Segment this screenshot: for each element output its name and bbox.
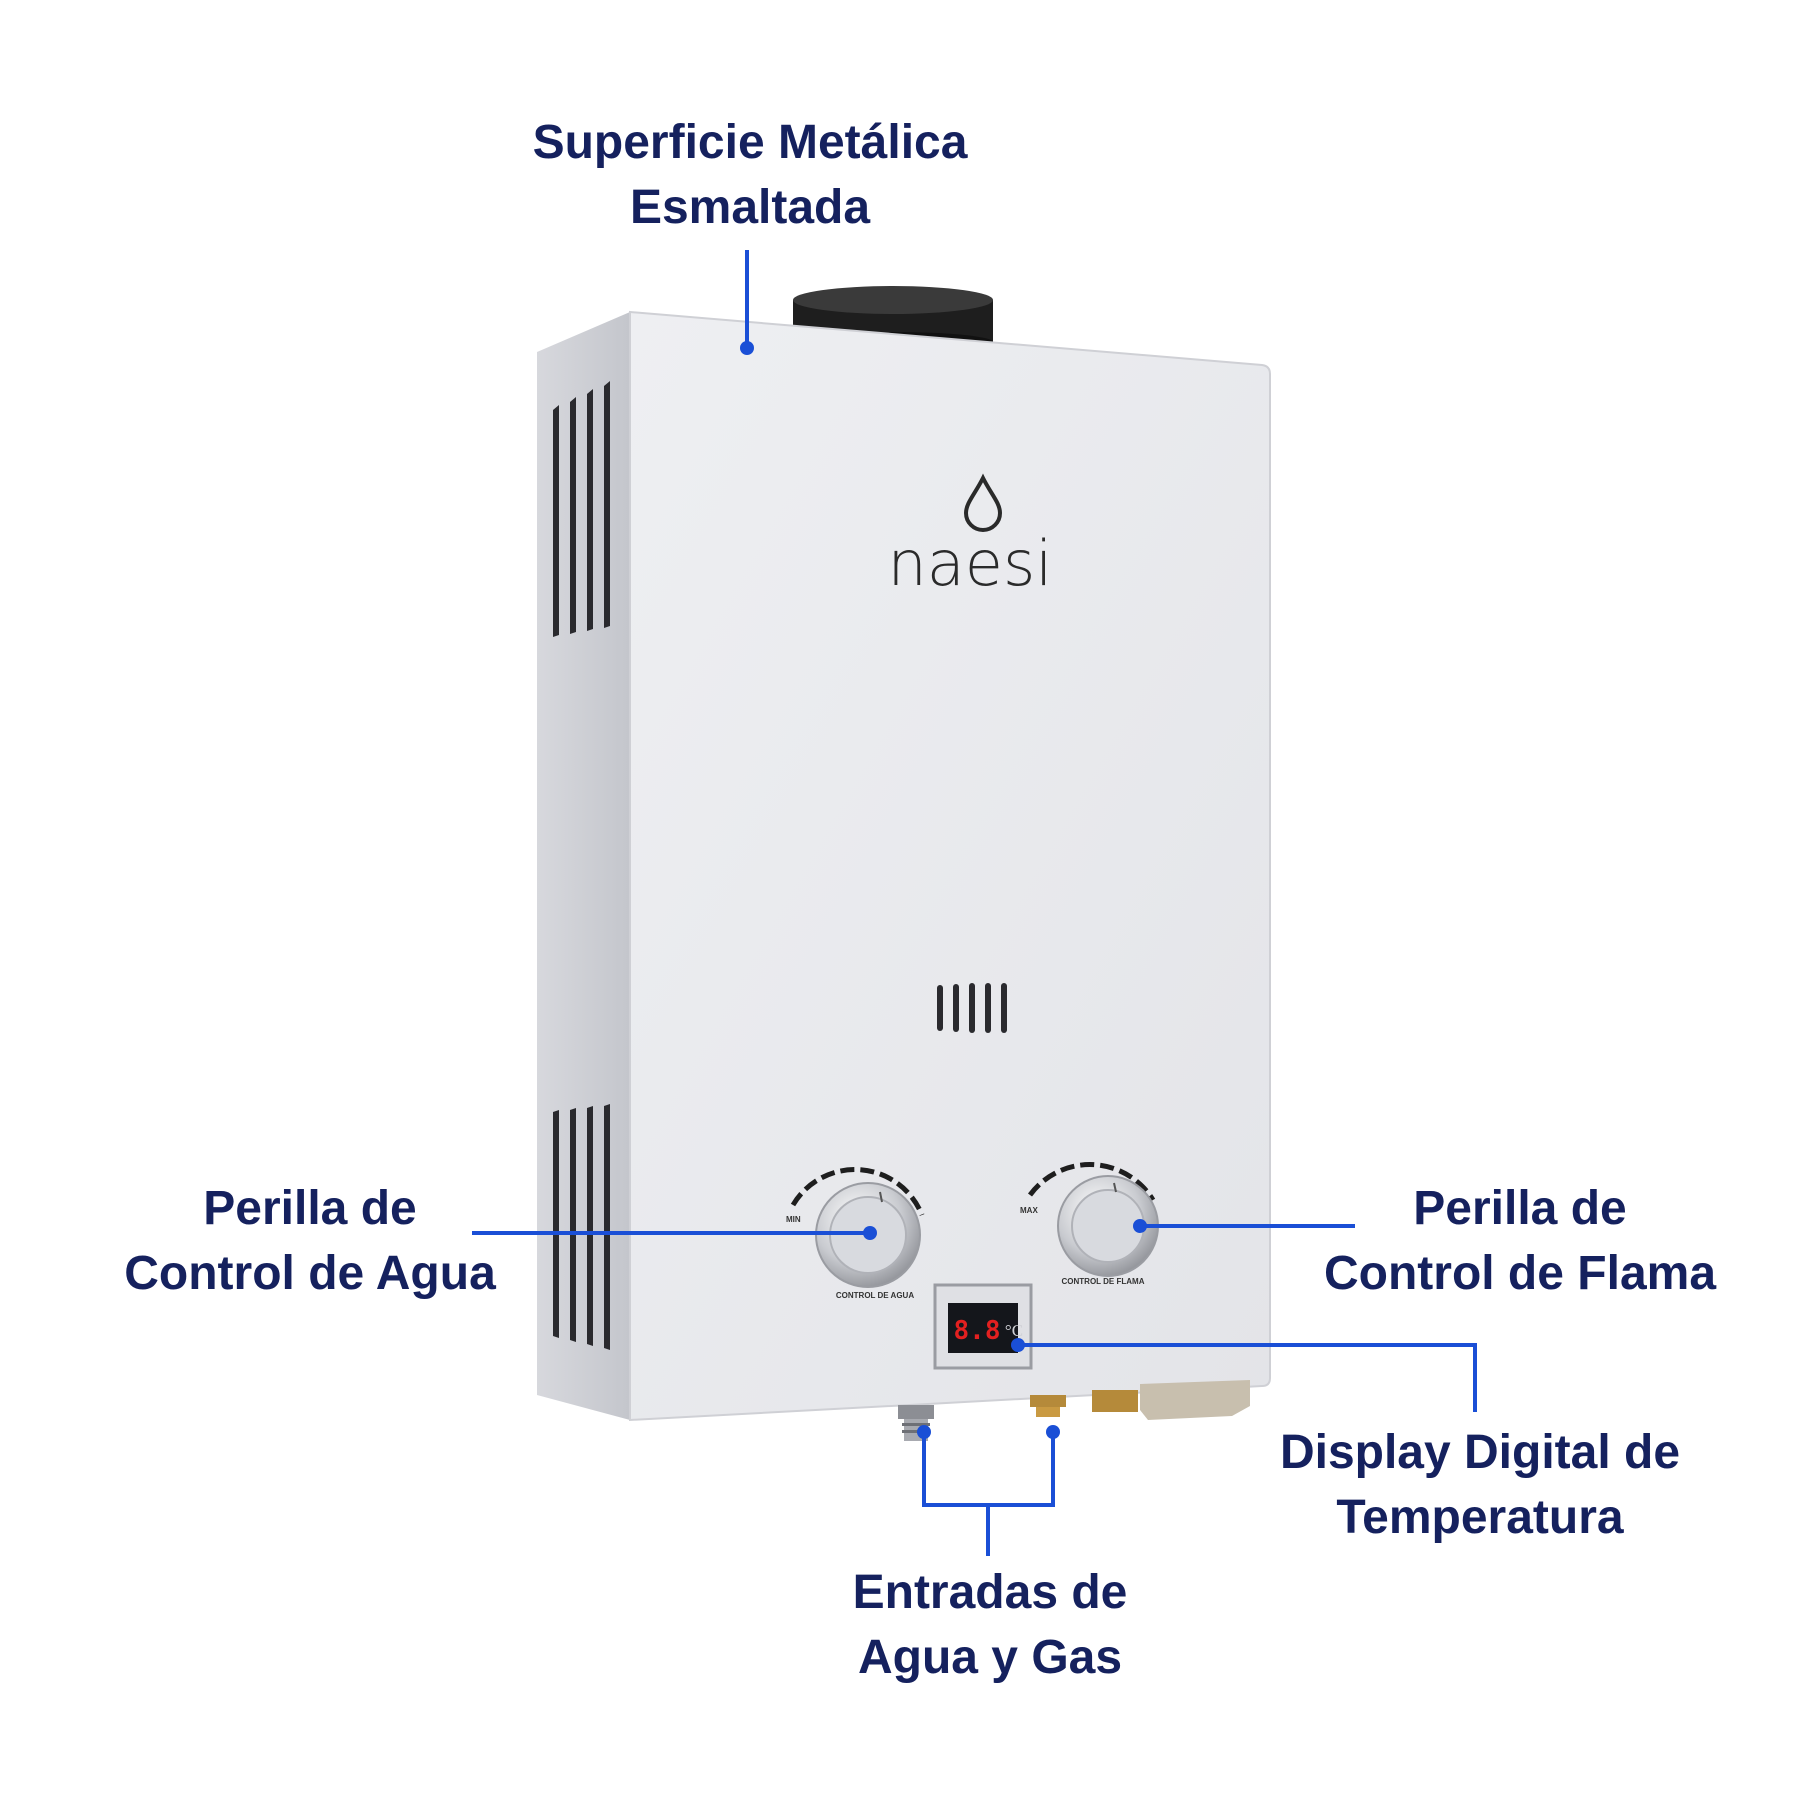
callout-flame-knob-label: Perilla de Control de Flama xyxy=(1260,1176,1780,1306)
inlets-callout-line xyxy=(922,1432,1055,1507)
callout-surface-line2: Esmaltada xyxy=(629,181,871,234)
callout-inlets-label: Entradas de Agua y Gas xyxy=(760,1560,1220,1690)
logo-wordmark: naesi xyxy=(888,527,1053,600)
display-callout-line xyxy=(1018,1343,1477,1412)
bottom-connector-block xyxy=(1092,1380,1250,1420)
flame-dial-max-label: MAX xyxy=(1020,1206,1038,1215)
callout-flame-knob-line2: Control de Flama xyxy=(1323,1247,1717,1300)
water-dial-min-label: MIN xyxy=(786,1215,801,1224)
callout-lines xyxy=(472,250,1477,1556)
callout-water-knob-line2: Control de Agua xyxy=(124,1247,496,1300)
callout-display-line2: Temperatura xyxy=(1336,1491,1624,1544)
heater-front-panel xyxy=(629,310,1271,1422)
callout-inlets-line2: Agua y Gas xyxy=(857,1631,1123,1684)
water-drop-icon xyxy=(963,473,1003,532)
gas-inlet-fitting xyxy=(1030,1395,1066,1417)
display-unit: °C xyxy=(1005,1321,1023,1340)
temperature-display: 8.8 °C xyxy=(933,1283,1033,1370)
display-reading: 8.8 xyxy=(954,1316,1001,1346)
callout-display-line1: Display Digital de xyxy=(1279,1426,1681,1479)
callout-water-knob-line1: Perilla de xyxy=(203,1182,417,1235)
side-vents-lower xyxy=(553,1104,610,1350)
callout-surface-line1: Superficie Metálica xyxy=(532,116,968,169)
front-vents xyxy=(937,983,1007,1033)
callout-water-knob-label: Perilla de Control de Agua xyxy=(60,1176,560,1306)
side-vents-upper xyxy=(553,381,610,637)
callout-dots xyxy=(740,341,1147,1439)
brand-logo: naesi xyxy=(888,473,1053,600)
callout-flame-knob-line1: Perilla de xyxy=(1413,1182,1627,1235)
water-dial-caption: CONTROL DE AGUA xyxy=(836,1291,914,1300)
callout-inlets-line1: Entradas de xyxy=(852,1566,1128,1619)
callout-surface-label: Superficie Metálica Esmaltada xyxy=(430,110,1070,240)
callout-display-label: Display Digital de Temperatura xyxy=(1220,1420,1740,1550)
flame-dial-caption: CONTROL DE FLAMA xyxy=(1062,1277,1145,1286)
